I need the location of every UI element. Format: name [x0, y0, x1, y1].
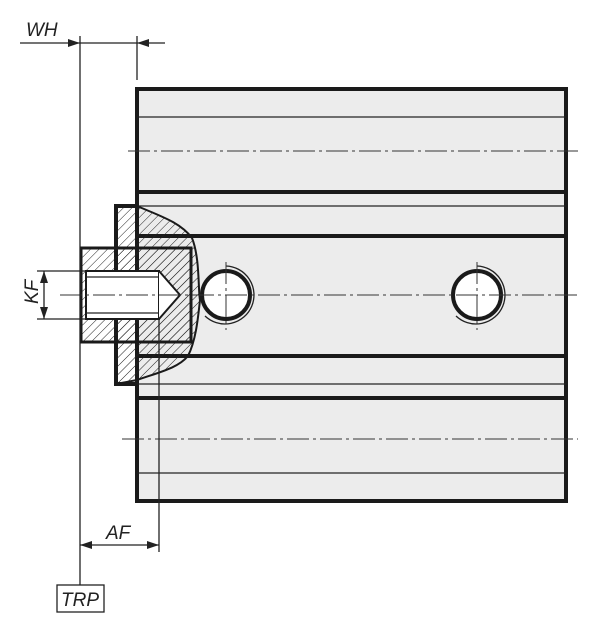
af-label: AF: [105, 523, 132, 544]
trp-label: TRP: [61, 590, 99, 611]
kf-label: KF: [22, 278, 43, 304]
dimension-kf: KF: [22, 270, 86, 320]
dimension-wh: WH: [20, 20, 165, 80]
wh-label: WH: [26, 20, 58, 41]
dimension-af: AF: [80, 319, 160, 552]
trp-box: TRP: [56, 584, 105, 613]
center-lines: [60, 150, 578, 440]
